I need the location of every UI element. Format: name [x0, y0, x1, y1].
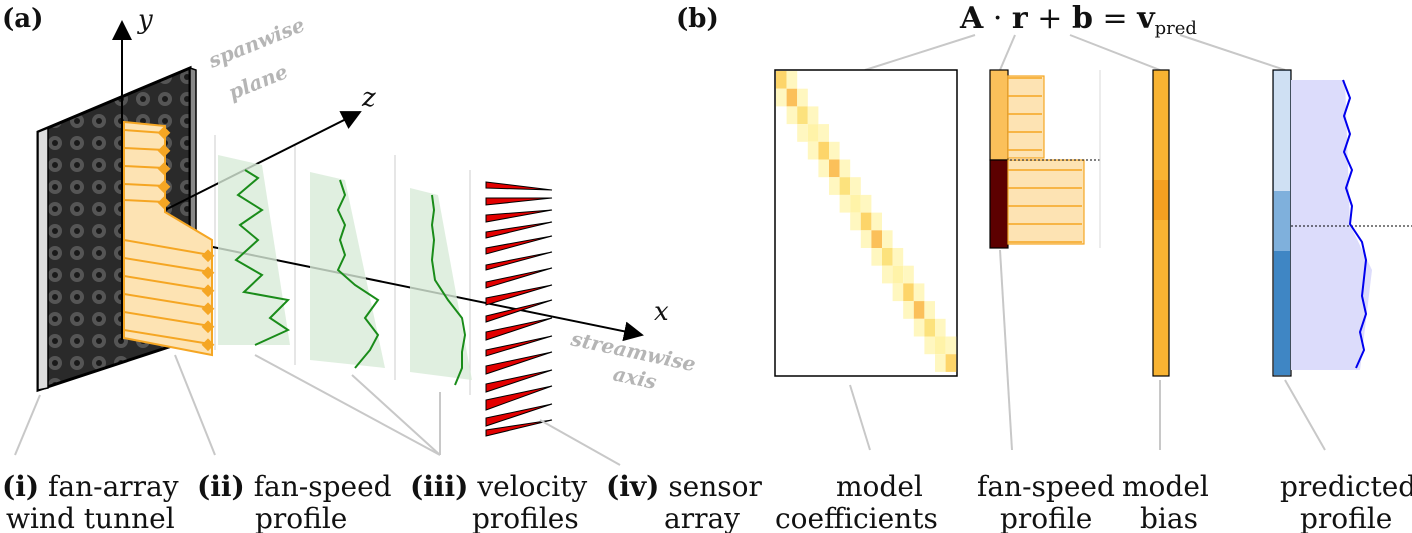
coefficient-cell [935, 336, 946, 355]
equation: A · r + b = vpred [959, 1, 1197, 39]
coefficient-cell [797, 124, 808, 142]
leader-lines-b [849, 249, 1326, 451]
coefficient-cell [860, 212, 872, 231]
coefficient-cell [807, 124, 819, 142]
coefficient-cell [924, 336, 935, 355]
coefficient-cell [850, 177, 861, 195]
coefficient-cell [903, 301, 914, 319]
caption-a1-line2: wind tunnel [6, 502, 175, 533]
coefficient-cell [945, 336, 957, 355]
svg-text:(iii) velocity: (iii) velocity [410, 470, 587, 503]
panel-b-label: (b) [676, 4, 719, 34]
coefficient-cell [797, 88, 808, 107]
coefficient-cell [903, 283, 914, 302]
caption-a1-num: (i) [2, 470, 39, 503]
model-bias-bar [1152, 69, 1170, 377]
coefficient-cell [935, 318, 946, 337]
spanwise-plane-label-line2: plane [225, 59, 291, 104]
caption-a2-line1: fan-speed [254, 470, 392, 503]
caption-a4-line1: sensor [668, 470, 762, 503]
velocity-profile-3 [410, 188, 472, 386]
coefficient-cell [913, 283, 925, 302]
caption-a4-line2: array [664, 502, 740, 533]
coefficient-cell [786, 88, 798, 107]
coefficient-cell [839, 159, 851, 178]
coefficient-cell [882, 265, 893, 284]
coefficient-cell [776, 71, 787, 89]
caption-a2-line2: profile [255, 502, 347, 533]
coefficient-cell [797, 106, 808, 125]
velocity-profile-2 [310, 172, 385, 369]
caption-b4-line2: profile [1300, 502, 1392, 533]
caption-a2-num: (ii) [197, 470, 245, 503]
coefficient-cell [924, 301, 935, 319]
svg-text:(iv) sensor: (iv) sensor [606, 470, 763, 503]
coefficient-cell [829, 159, 840, 178]
coefficient-cell [892, 248, 904, 266]
coefficient-cell [818, 159, 829, 178]
svg-text:(ii) fan-speed: (ii) fan-speed [197, 470, 392, 503]
coefficient-cell [807, 141, 819, 160]
coefficient-cell [829, 141, 840, 160]
coefficient-cell [924, 318, 935, 337]
coefficient-cell [935, 354, 946, 372]
caption-a4-num: (iv) [606, 470, 659, 503]
coefficient-cell [776, 88, 787, 107]
spanwise-plane-label-line1: spanwise [204, 12, 308, 73]
coefficient-cell [882, 248, 893, 266]
caption-b3-line2: bias [1140, 502, 1198, 533]
guide-planes [214, 135, 471, 395]
caption-b1-line2: coefficients [775, 502, 938, 533]
coefficient-cell [839, 194, 851, 213]
coefficient-cell [850, 212, 861, 231]
predicted-profile [1272, 69, 1412, 377]
coefficient-cell [786, 106, 798, 125]
coefficient-cell [892, 265, 904, 284]
caption-a3-line1: velocity [476, 470, 587, 503]
coefficient-cell [871, 212, 882, 231]
equation-leaders [864, 34, 1286, 71]
velocity-profile-1 [218, 155, 291, 346]
leader-lines-a [14, 354, 621, 466]
y-axis-label: y [137, 5, 153, 35]
caption-a3-line2: profiles [472, 502, 579, 533]
caption-b2-line2: profile [1000, 502, 1092, 533]
coefficient-cell [839, 177, 851, 195]
coefficient-cell [945, 354, 957, 372]
coefficient-cell [871, 248, 882, 266]
coefficient-cell [871, 230, 882, 248]
model-coefficients-heatmap [774, 69, 958, 377]
coefficient-cell [903, 265, 914, 284]
caption-b1-line1: model [836, 470, 923, 503]
coefficient-cell [913, 318, 925, 337]
coefficient-cell [829, 177, 840, 195]
coefficient-cell [860, 194, 872, 213]
z-axis-label: z [361, 83, 376, 113]
captions-a: (i) fan-array wind tunnel (ii) fan-speed… [2, 470, 763, 533]
z-axis [164, 111, 362, 211]
caption-b4-line1: predicted [1280, 470, 1412, 503]
coefficient-cell [850, 194, 861, 213]
coefficient-cell [882, 230, 893, 248]
fan-speed-profile-a [123, 120, 215, 357]
coefficient-cell [860, 230, 872, 248]
coefficient-cell [818, 141, 829, 160]
fan-speed-profile-b [989, 69, 1101, 249]
coefficient-cell [818, 124, 829, 142]
caption-a3-num: (iii) [410, 470, 468, 503]
coefficient-cell [786, 71, 798, 89]
caption-b3-line1: model [1122, 470, 1209, 503]
caption-a1-line1: fan-array [48, 470, 179, 503]
x-axis-label: x [654, 297, 669, 327]
caption-b2-line1: fan-speed [977, 470, 1115, 503]
coefficient-cell [892, 283, 904, 302]
coefficient-cell [913, 301, 925, 319]
captions-b: model coefficients fan-speed profile mod… [775, 470, 1412, 533]
coefficient-cell [807, 106, 819, 125]
panel-a-label: (a) [2, 4, 43, 34]
svg-text:(i) fan-array: (i) fan-array [2, 470, 179, 503]
sensor-array-icon [485, 181, 553, 437]
